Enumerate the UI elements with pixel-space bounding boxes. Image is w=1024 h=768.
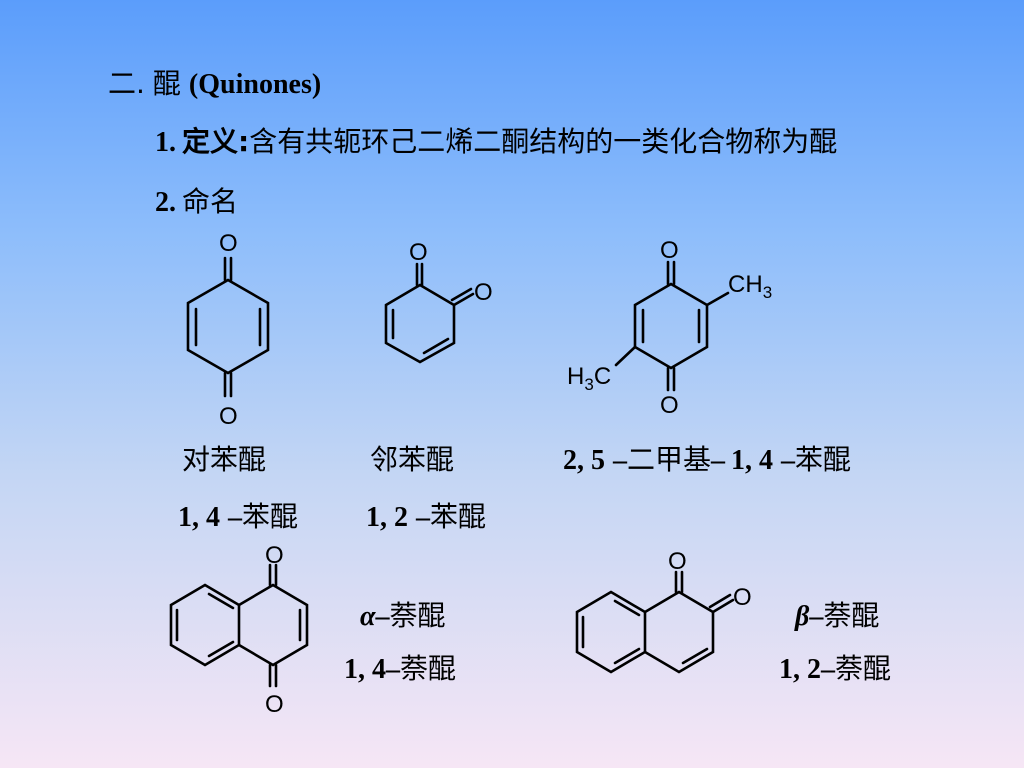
alpha-naphthoquinone-common-name: α–萘醌 — [360, 599, 446, 632]
oxygen-atom-label: O — [219, 403, 238, 430]
dimethyl-benzoquinone-structure: O O CH3 H3C — [567, 237, 772, 419]
oxygen-atom-label: O — [265, 691, 284, 718]
oxygen-atom-label: O — [733, 584, 752, 611]
naming-line: 2.命名 — [155, 188, 238, 217]
section-word: 醌 — [152, 67, 181, 100]
section-number: 二. — [108, 67, 145, 100]
oxygen-atom-label: O — [660, 237, 679, 264]
beta-naphthoquinone-structure: O O — [575, 548, 752, 674]
alpha-naphthoquinone-systematic-name: 1, 4–萘醌 — [344, 652, 457, 685]
o-benzoquinone-common-name: 邻苯醌 — [370, 443, 455, 476]
oxygen-atom-label: O — [265, 542, 284, 569]
p-benzoquinone-structure: O O — [186, 230, 270, 430]
methyl-group-label: CH3 — [728, 271, 772, 302]
o-benzoquinone-structure: O O — [384, 239, 493, 364]
definition-number: 1. — [155, 127, 176, 158]
section-english: (Quinones) — [188, 69, 322, 100]
methyl-group-label: H3C — [567, 363, 611, 394]
oxygen-atom-label: O — [668, 548, 687, 575]
alpha-naphthoquinone-structure: O O — [169, 542, 309, 718]
beta-naphthoquinone-systematic-name: 1, 2–萘醌 — [779, 652, 892, 685]
page-title: 二.醌(Quinones) — [108, 70, 321, 99]
naming-text: 命名 — [182, 185, 239, 218]
oxygen-atom-label: O — [474, 279, 493, 306]
naming-number: 2. — [155, 187, 176, 218]
oxygen-atom-label: O — [660, 392, 679, 419]
oxygen-atom-label: O — [219, 230, 238, 257]
dimethyl-benzoquinone-name: 2, 5–二甲基–1, 4–苯醌 — [563, 443, 852, 476]
o-benzoquinone-systematic-name: 1, 2–苯醌 — [366, 500, 487, 533]
oxygen-atom-label: O — [409, 239, 428, 266]
p-benzoquinone-common-name: 对苯醌 — [182, 443, 267, 476]
beta-naphthoquinone-common-name: β–萘醌 — [795, 599, 880, 632]
p-benzoquinone-systematic-name: 1, 4–苯醌 — [178, 500, 299, 533]
definition-label: 定义: — [182, 125, 250, 158]
definition-text: 含有共轭环己二烯二酮结构的一类化合物称为醌 — [249, 125, 838, 158]
definition-line: 1.定义:含有共轭环己二烯二酮结构的一类化合物称为醌 — [155, 128, 837, 157]
